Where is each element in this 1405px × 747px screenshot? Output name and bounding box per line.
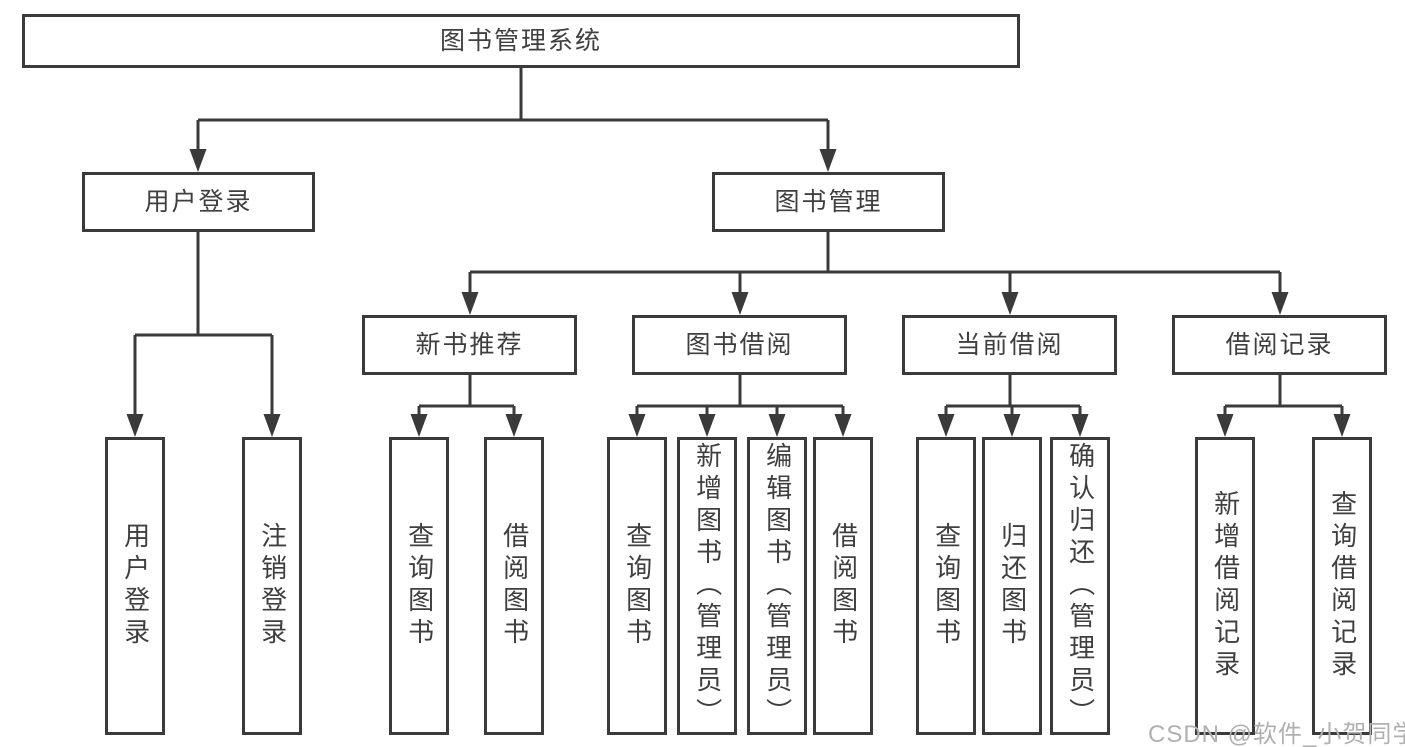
node-book-borrowing: 图书借阅: [632, 315, 847, 375]
node-user-login: 用户登录: [82, 172, 315, 232]
leaf-query-books-recommend: 查询图书: [389, 437, 449, 735]
connector-new-book-to-leaves: [417, 375, 516, 417]
csdn-watermark: CSDN @软件_小贺同学: [1148, 721, 1405, 747]
leaf-return-books: 归还图书: [982, 437, 1042, 735]
connector-root-to-level2: [196, 68, 830, 152]
leaf-label: 注销登录: [257, 522, 288, 650]
leaf-confirm-return-admin: 确认归还（管理员）: [1050, 437, 1110, 735]
node-book-management: 图书管理: [712, 172, 945, 232]
leaf-label: 查询图书: [622, 522, 653, 650]
leaf-label: 查询图书: [931, 522, 962, 650]
leaf-query-borrow-record: 查询借阅记录: [1312, 437, 1372, 735]
leaf-label: 查询借阅记录: [1327, 490, 1358, 682]
leaf-label: 新增借阅记录: [1210, 490, 1241, 682]
node-label: 借阅记录: [1225, 330, 1334, 359]
node-label: 图书借阅: [685, 330, 794, 359]
node-label: 当前借阅: [955, 330, 1064, 359]
node-borrow-records: 借阅记录: [1172, 315, 1387, 375]
node-label: 用户登录: [144, 187, 253, 216]
node-current-borrowing: 当前借阅: [902, 315, 1117, 375]
node-label: 图书管理: [774, 187, 883, 216]
node-new-book-recommend: 新书推荐: [362, 315, 577, 375]
leaf-query-books-current: 查询图书: [916, 437, 976, 735]
node-label: 图书管理系统: [439, 26, 602, 55]
connector-current-borrow-to-leaves: [944, 375, 1082, 417]
leaf-logout-login: 注销登录: [242, 437, 302, 735]
node-root-library-system: 图书管理系统: [22, 14, 1020, 68]
leaf-borrow-books-borrowing: 借阅图书: [813, 437, 873, 735]
leaf-query-books-borrowing: 查询图书: [607, 437, 667, 735]
leaf-label: 新增图书（管理员）: [692, 442, 723, 730]
leaf-user-login: 用户登录: [105, 437, 165, 735]
leaf-label: 借阅图书: [828, 522, 859, 650]
leaf-label: 编辑图书（管理员）: [762, 442, 793, 730]
leaf-label: 借阅图书: [499, 522, 530, 650]
connector-borrow-records-to-leaves: [1223, 375, 1344, 417]
leaf-label: 用户登录: [120, 522, 151, 650]
leaf-label: 归还图书: [997, 522, 1028, 650]
leaf-label: 确认归还（管理员）: [1065, 442, 1096, 730]
leaf-edit-book-admin: 编辑图书（管理员）: [747, 437, 807, 735]
leaf-label: 查询图书: [404, 522, 435, 650]
arrowheads: [126, 149, 1351, 437]
leaf-borrow-books-recommend: 借阅图书: [484, 437, 544, 735]
leaf-add-book-admin: 新增图书（管理员）: [677, 437, 737, 735]
connector-book-borrow-to-leaves: [635, 375, 845, 417]
leaf-add-borrow-record: 新增借阅记录: [1195, 437, 1255, 735]
connector-user-login-to-leaves: [133, 232, 274, 417]
node-label: 新书推荐: [415, 330, 524, 359]
connector-book-mgmt-to-level3: [468, 232, 1282, 295]
